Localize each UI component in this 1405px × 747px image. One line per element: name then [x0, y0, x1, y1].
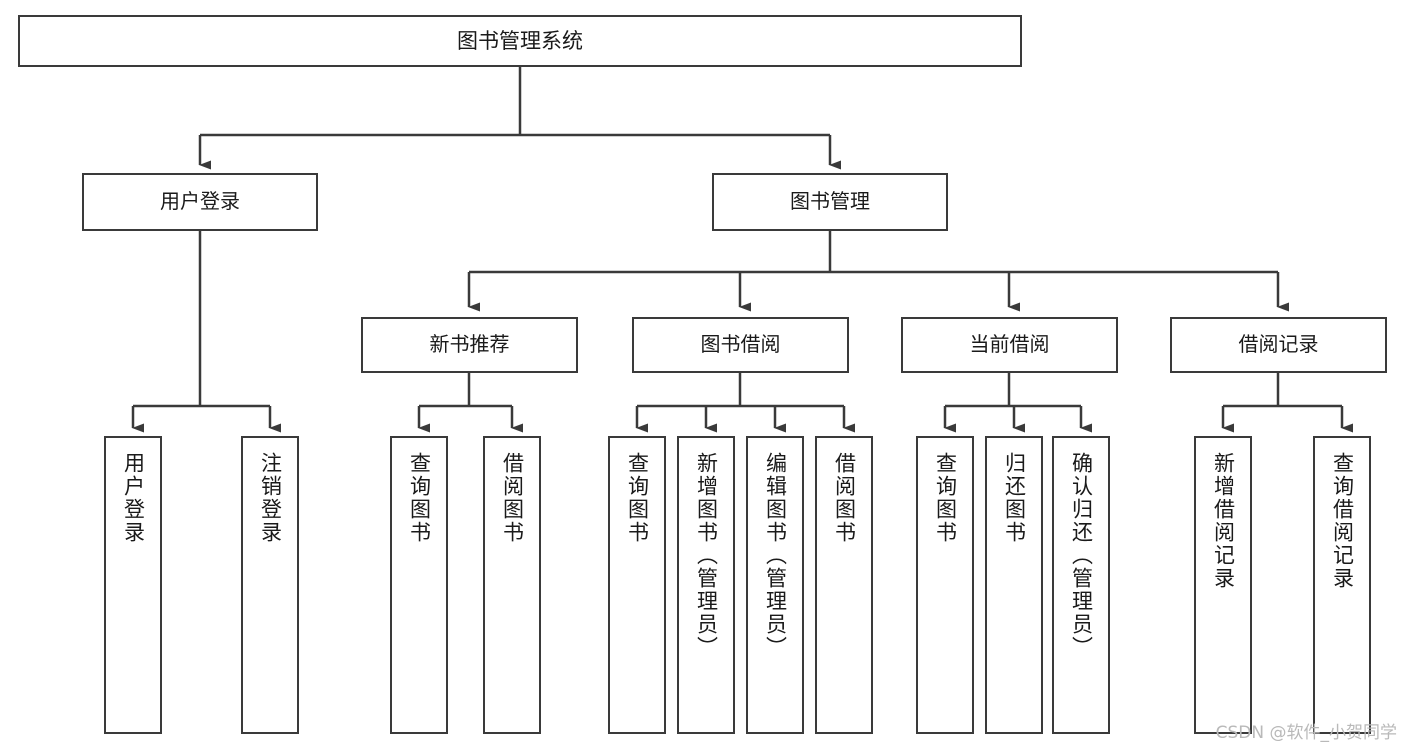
node-label: 查询图书 — [933, 452, 958, 544]
node-br-query-record[interactable]: 查询借阅记录 — [1313, 436, 1371, 734]
node-label: 归还图书 — [1002, 452, 1027, 544]
node-label: 查询图书 — [625, 452, 650, 544]
node-bb-query-book[interactable]: 查询图书 — [608, 436, 666, 734]
node-nbr-borrow-book[interactable]: 借阅图书 — [483, 436, 541, 734]
node-user-logout[interactable]: 注销登录 — [241, 436, 299, 734]
node-cb-query-book[interactable]: 查询图书 — [916, 436, 974, 734]
node-label: 新增借阅记录 — [1211, 452, 1236, 590]
node-label: 借阅图书 — [500, 452, 525, 544]
node-user-login[interactable]: 用户登录 — [82, 173, 318, 231]
node-borrow-record[interactable]: 借阅记录 — [1170, 317, 1387, 373]
node-bb-borrow-book[interactable]: 借阅图书 — [815, 436, 873, 734]
node-root-system[interactable]: 图书管理系统 — [18, 15, 1022, 67]
node-label: 图书借阅 — [700, 332, 781, 357]
node-label: 用户登录 — [160, 189, 240, 214]
node-bb-add-book[interactable]: 新增图书（管理员） — [677, 436, 735, 734]
node-label: 当前借阅 — [969, 332, 1050, 357]
node-label: 图书管理 — [790, 189, 870, 214]
node-book-borrow[interactable]: 图书借阅 — [632, 317, 849, 373]
node-cb-return-book[interactable]: 归还图书 — [985, 436, 1043, 734]
node-label: 查询借阅记录 — [1330, 452, 1355, 590]
node-label: 编辑图书（管理员） — [763, 452, 788, 659]
node-bb-edit-book[interactable]: 编辑图书（管理员） — [746, 436, 804, 734]
node-nbr-query-book[interactable]: 查询图书 — [390, 436, 448, 734]
node-label: 图书管理系统 — [457, 28, 583, 53]
node-label: 查询图书 — [407, 452, 432, 544]
csdn-watermark: CSDN @软件_小贺同学 — [1215, 723, 1397, 743]
node-br-add-record[interactable]: 新增借阅记录 — [1194, 436, 1252, 734]
node-label: 新书推荐 — [429, 332, 510, 357]
node-cb-confirm-return[interactable]: 确认归还（管理员） — [1052, 436, 1110, 734]
node-label: 确认归还（管理员） — [1069, 452, 1094, 659]
node-label: 借阅记录 — [1238, 332, 1319, 357]
node-current-borrow[interactable]: 当前借阅 — [901, 317, 1118, 373]
node-label: 新增图书（管理员） — [694, 452, 719, 659]
node-book-manage[interactable]: 图书管理 — [712, 173, 948, 231]
node-user-login-do[interactable]: 用户登录 — [104, 436, 162, 734]
node-label: 借阅图书 — [832, 452, 857, 544]
node-label: 用户登录 — [121, 452, 146, 544]
node-new-book-recommend[interactable]: 新书推荐 — [361, 317, 578, 373]
node-label: 注销登录 — [258, 452, 283, 544]
